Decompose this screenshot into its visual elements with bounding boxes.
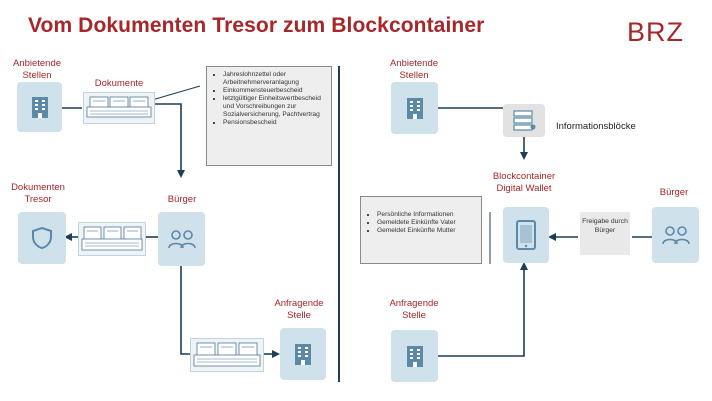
document-icon — [81, 226, 143, 251]
database-icon — [513, 109, 536, 131]
label-anbietende-stellen-left: Anbietende Stellen — [12, 58, 62, 81]
building-icon — [31, 97, 48, 118]
arrow-anfragende-wallet — [420, 262, 528, 357]
node-anbietende-stellen-left — [17, 82, 62, 132]
document-list-item: Pensionsbescheid — [223, 119, 325, 127]
label-anfragende-stelle-left: Anfragende Stelle — [274, 298, 324, 321]
document-list-item: Jahreslohnzettel oder Arbeitnehmerveranl… — [223, 71, 325, 87]
document-list-item: letztgültiger Einheitswertbescheid und V… — [223, 95, 325, 119]
label-anbietende-stellen-right: Anbietende Stellen — [389, 58, 439, 81]
label-informationsbloecke: Informationsblöcke — [556, 121, 636, 132]
info-list-item: Gemeldete Einkünfte Vater — [377, 219, 475, 227]
label-buerger-right: Bürger — [659, 187, 689, 198]
brz-logo: BRZ — [627, 17, 684, 47]
label-dokumenten-tresor: Dokumenten Tresor — [11, 182, 65, 205]
node-informationsbloecke — [503, 104, 545, 137]
arrow-buerger-down — [180, 266, 190, 355]
shield-icon — [32, 226, 52, 250]
documents-strip-top — [83, 92, 155, 124]
people-icon — [661, 226, 690, 245]
node-buerger-left — [158, 212, 205, 266]
info-list-item: Persönliche Informationen — [377, 211, 475, 219]
label-buerger-left: Bürger — [167, 194, 197, 205]
slide-title: Vom Dokumenten Tresor zum Blockcontainer — [28, 14, 485, 37]
node-dokumenten-tresor — [18, 212, 66, 264]
documents-strip-middle — [78, 222, 146, 256]
node-buerger-right — [652, 207, 699, 263]
people-icon — [167, 230, 196, 249]
bracket-line — [151, 85, 201, 101]
document-icon — [193, 342, 261, 367]
arrow-dokumente-buerger — [152, 103, 185, 178]
document-icon — [86, 96, 152, 118]
info-list-item: Gemeldet Einkünfte Mutter — [377, 227, 475, 235]
section-divider — [338, 66, 340, 382]
building-icon — [295, 344, 311, 365]
node-anbietende-stellen-right — [391, 82, 438, 134]
building-icon — [406, 346, 423, 367]
label-dokumente: Dokumente — [94, 78, 144, 89]
freigabe-box: Freigabe durch Bürger — [580, 212, 630, 255]
label-anfragende-stelle-right: Anfragende Stelle — [389, 298, 439, 321]
label-blockcontainer: Blockcontainer Digital Wallet — [492, 171, 556, 194]
documents-strip-bottom — [190, 338, 264, 372]
document-list-box: Jahreslohnzettel oder Arbeitnehmerveranl… — [206, 66, 332, 166]
document-list-item: Einkommensteuerbescheid — [223, 87, 325, 95]
tablet-icon — [516, 220, 536, 250]
building-icon — [406, 98, 423, 119]
node-anfragende-stelle-left — [280, 328, 326, 380]
info-list-box: Persönliche Informationen Gemeldete Eink… — [360, 196, 482, 264]
node-anfragende-stelle-right — [391, 330, 438, 382]
node-digital-wallet — [503, 207, 549, 263]
